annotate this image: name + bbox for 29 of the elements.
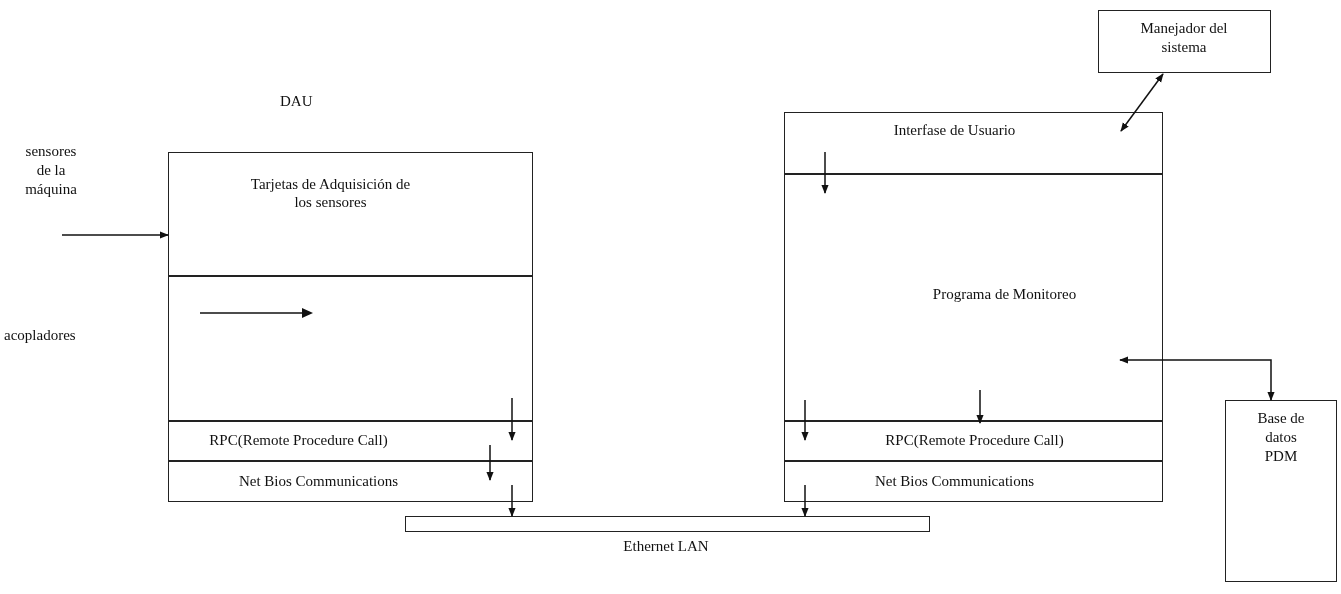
- band-label: Tarjetas de Adquisición de los sensores: [249, 174, 412, 212]
- arrow: [801, 484, 809, 517]
- stack-heading: DAU: [280, 92, 313, 111]
- band-label: RPC(Remote Procedure Call): [208, 430, 389, 450]
- arrow: [508, 484, 516, 517]
- band-label: Net Bios Communications: [873, 471, 1036, 491]
- band-label: Interfase de Usuario: [892, 120, 1017, 140]
- band-label: Programa de Monitoreo: [931, 284, 1078, 304]
- input-label: sensores de la máquina: [24, 142, 78, 199]
- process-box: [1098, 10, 1271, 73]
- arrow: [61, 231, 169, 239]
- arrow: [486, 444, 494, 481]
- network-label: Ethernet LAN: [622, 537, 710, 556]
- side-label: acopladores: [4, 326, 76, 345]
- arrow: [976, 389, 984, 424]
- band-label: Manejador del sistema: [1139, 19, 1229, 57]
- arrow: [508, 397, 516, 441]
- band-label: RPC(Remote Procedure Call): [884, 430, 1065, 450]
- empty-box: [167, 275, 533, 421]
- arrow: [1120, 73, 1164, 132]
- band-label: Net Bios Communications: [237, 471, 400, 491]
- layer-band: [167, 420, 533, 461]
- layer-band: [783, 173, 1163, 421]
- arrow: [1119, 356, 1275, 401]
- database-box: [1225, 400, 1337, 582]
- arrow: [801, 399, 809, 441]
- layer-band: [783, 420, 1163, 461]
- arrow: [821, 151, 829, 194]
- band-label: Base de datos PDM: [1256, 409, 1306, 466]
